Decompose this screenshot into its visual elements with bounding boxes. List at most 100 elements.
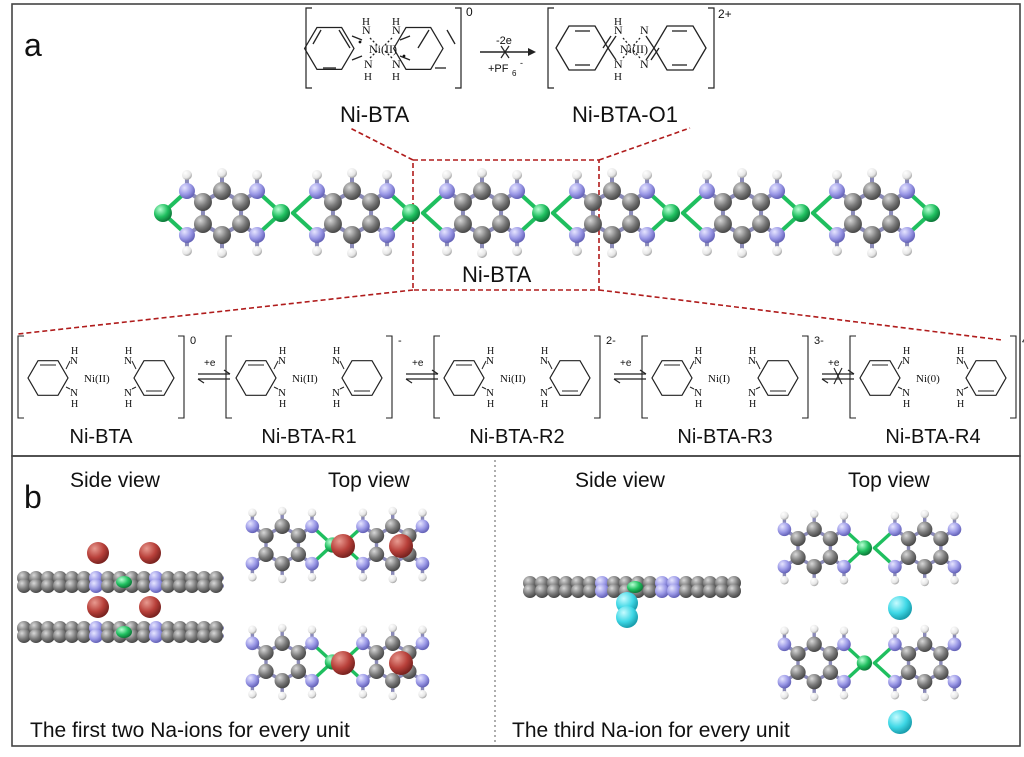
svg-text:0: 0 (190, 335, 196, 347)
right-top-view-label: Top view (848, 469, 931, 492)
chain-label: Ni-BTA (462, 262, 532, 287)
top-left-monomer: N H N H N H N H Ni(II) 0 (303, 5, 473, 89)
svg-text:N: N (694, 355, 702, 367)
svg-text:Ni(II): Ni(II) (500, 373, 526, 385)
svg-text:-: - (520, 58, 523, 68)
svg-text:N: N (748, 355, 756, 367)
svg-text:N: N (540, 387, 548, 399)
svg-text:H: H (333, 399, 340, 410)
svg-text:N: N (70, 355, 78, 367)
species-name: Ni-BTA-R3 (677, 426, 772, 448)
equilibrium-arrow: +e (405, 358, 439, 384)
top-left-charge: 0 (466, 5, 473, 19)
na-ion (87, 542, 109, 564)
svg-text:N: N (956, 355, 964, 367)
svg-text:H: H (614, 16, 622, 28)
svg-text:-: - (398, 335, 402, 347)
svg-text:N: N (278, 387, 286, 399)
svg-text:N: N (278, 355, 286, 367)
svg-text:N: N (70, 387, 78, 399)
left-caption: The first two Na-ions for every unit (30, 719, 350, 742)
svg-text:N: N (694, 387, 702, 399)
species-name: Ni-BTA-R2 (469, 426, 564, 448)
svg-text:N: N (486, 355, 494, 367)
svg-text:H: H (614, 71, 622, 83)
top-right-charge: 2+ (718, 7, 732, 21)
svg-text:N: N (392, 57, 401, 71)
svg-text:+e: +e (412, 358, 424, 369)
svg-text:N: N (392, 23, 401, 37)
na-ion (331, 534, 355, 558)
panel-a-letter: a (24, 27, 42, 63)
svg-text:2-: 2- (606, 335, 616, 347)
panel-b-right-structures (523, 509, 962, 734)
svg-text:N: N (124, 387, 132, 399)
svg-text:Ni(II): Ni(II) (84, 373, 110, 385)
top-right-name: Ni-BTA-O1 (572, 102, 678, 127)
species-name: Ni-BTA (70, 426, 134, 448)
svg-text:N: N (902, 355, 910, 367)
na-ion (888, 596, 912, 620)
svg-text:+PF: +PF (488, 63, 509, 75)
svg-text:-2e: -2e (496, 35, 512, 47)
svg-text:N: N (640, 57, 649, 71)
svg-text:N: N (362, 23, 371, 37)
svg-text:N: N (540, 355, 548, 367)
svg-text:Ni(II): Ni(II) (292, 373, 318, 385)
svg-text:H: H (749, 399, 756, 410)
svg-text:+e: +e (620, 358, 632, 369)
equilibrium-arrow: +e (821, 358, 855, 385)
top-right-monomer: N H N N H N Ni(II) 2+ (547, 7, 732, 89)
species-name: Ni-BTA-R1 (261, 426, 356, 448)
svg-text:+e: +e (828, 358, 840, 369)
svg-text:H: H (279, 399, 286, 410)
svg-text:N: N (748, 387, 756, 399)
svg-text:Ni(II): Ni(II) (620, 42, 648, 56)
na-ion (389, 651, 413, 675)
svg-text:4-: 4- (1022, 335, 1024, 347)
svg-text:H: H (957, 399, 964, 410)
svg-text:H: H (392, 71, 400, 83)
left-top-view-label: Top view (328, 469, 411, 492)
species-name: Ni-BTA-R4 (885, 426, 980, 448)
svg-text:N: N (614, 57, 623, 71)
na-ion (87, 596, 109, 618)
svg-text:H: H (541, 399, 548, 410)
svg-text:H: H (333, 346, 340, 357)
svg-text:N: N (486, 387, 494, 399)
equilibrium-arrow: +e (613, 358, 647, 384)
svg-text:Ni(I): Ni(I) (708, 373, 730, 385)
svg-text:H: H (71, 399, 78, 410)
svg-text:H: H (125, 399, 132, 410)
svg-text:6: 6 (512, 69, 517, 78)
svg-text:N: N (364, 57, 373, 71)
right-caption: The third Na-ion for every unit (512, 719, 790, 742)
svg-text:N: N (614, 23, 623, 37)
panel-b-frame (11, 455, 1021, 747)
right-side-view-label: Side view (575, 469, 666, 492)
svg-text:N: N (332, 387, 340, 399)
equilibrium-arrow: +e (197, 358, 231, 384)
svg-text:H: H (695, 399, 702, 410)
svg-text:+e: +e (204, 358, 216, 369)
svg-text:H: H (392, 16, 400, 28)
svg-text:H: H (903, 399, 910, 410)
svg-text:Ni(0): Ni(0) (916, 373, 940, 385)
na-ion (331, 651, 355, 675)
svg-text:Ni(II): Ni(II) (369, 42, 397, 56)
svg-text:H: H (125, 346, 132, 357)
panel-b-left-structures (17, 506, 430, 701)
svg-text:H: H (957, 346, 964, 357)
na-ion (139, 596, 161, 618)
svg-text:H: H (541, 346, 548, 357)
svg-text:H: H (487, 346, 494, 357)
panel-b-letter: b (24, 479, 42, 515)
top-left-name: Ni-BTA (340, 102, 410, 127)
svg-text:3-: 3- (814, 335, 824, 347)
